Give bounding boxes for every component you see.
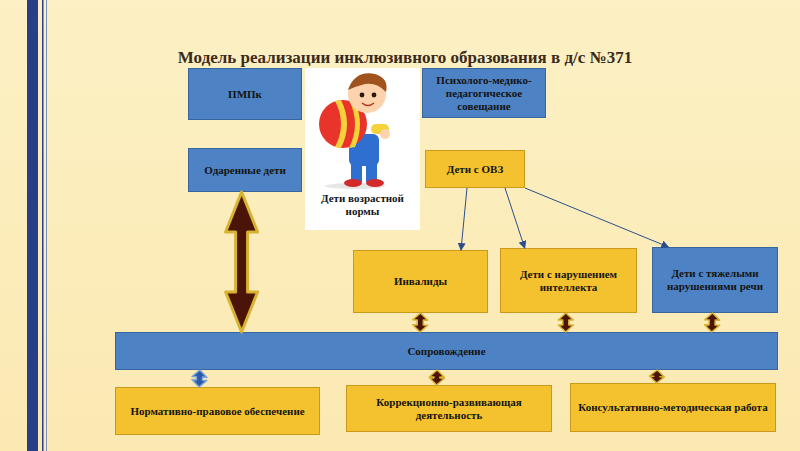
node-text: Инвалиды	[394, 275, 447, 288]
node-text: Сопровождение	[407, 345, 485, 358]
activity-box: Нормативно-правовое обеспечение	[115, 387, 320, 435]
border-line	[42, 0, 44, 451]
node-text: Нормативно-правовое обеспечение	[130, 405, 304, 418]
group-box: Дети с нарушением интеллекта	[500, 248, 637, 313]
node-text: Психолого-медико-педагогическое совещани…	[429, 74, 539, 113]
node-text: Дети с ОВЗ	[447, 163, 503, 176]
group-box: Дети возрастной нормы	[305, 68, 420, 230]
node-text: Дети возрастной нормы	[311, 192, 414, 218]
node-text: Дети с тяжелыми нарушениями речи	[659, 267, 771, 293]
node-text: Консультативно-методическая работа	[578, 401, 767, 414]
double-block-arrow	[413, 313, 428, 332]
band: Сопровождение	[115, 332, 778, 370]
connector-arrow	[461, 188, 467, 250]
double-block-arrow	[192, 370, 207, 387]
double-block-arrow	[558, 313, 573, 332]
double-block-arrow	[705, 313, 720, 332]
group-box: Инвалиды	[353, 250, 488, 313]
diagram-title: Модель реализации инклюзивного образован…	[40, 48, 770, 68]
activity-box: Коррекционно-развивающая деятельность	[346, 385, 552, 432]
group-box: Дети с ОВЗ	[425, 150, 525, 188]
double-block-arrow	[649, 370, 664, 383]
process-box: Психолого-медико-педагогическое совещани…	[422, 68, 546, 118]
double-block-arrow	[429, 370, 444, 385]
node-text: Коррекционно-развивающая деятельность	[353, 396, 545, 422]
connector-arrow	[525, 188, 668, 247]
border-line	[46, 0, 47, 451]
process-box: ПМПк	[188, 68, 302, 120]
node-text: Дети с нарушением интеллекта	[507, 268, 630, 294]
group-box: Одаренные дети	[188, 148, 302, 192]
node-text: Одаренные дети	[204, 164, 286, 177]
connector-arrow	[505, 188, 525, 248]
activity-box: Консультативно-методическая работа	[570, 383, 776, 432]
border-bar	[27, 0, 38, 451]
double-block-arrow	[226, 192, 258, 332]
node-text: ПМПк	[228, 88, 262, 101]
group-box: Дети с тяжелыми нарушениями речи	[652, 247, 778, 313]
